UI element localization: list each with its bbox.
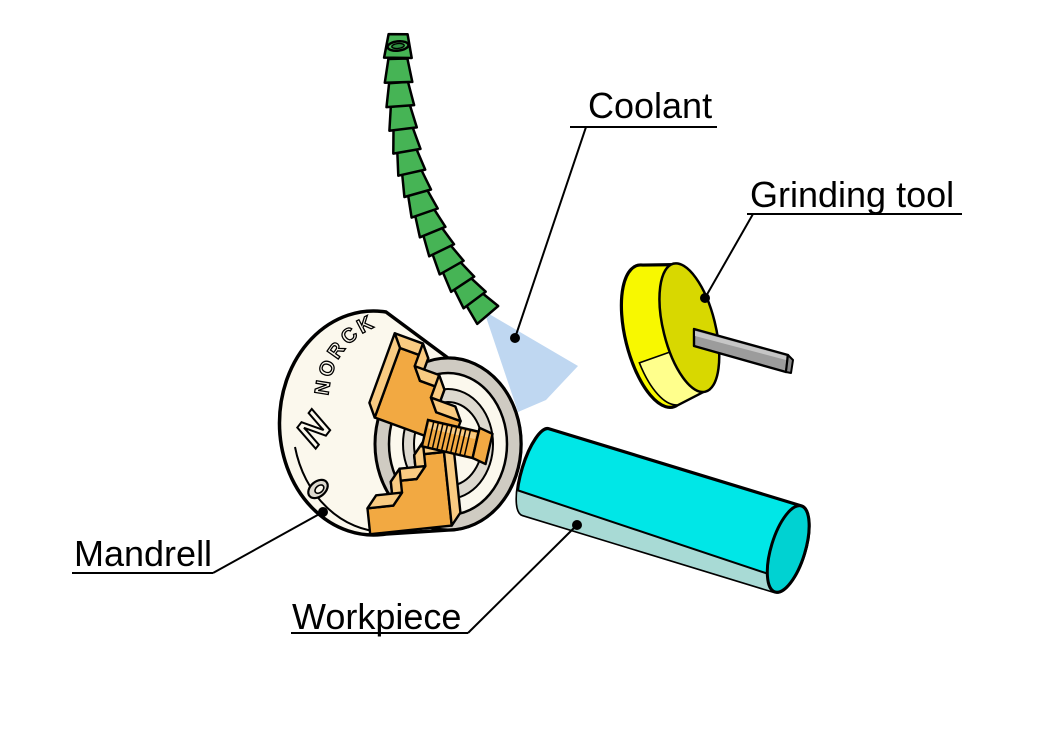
workpiece-shade-band [516,490,780,592]
mandrell-anchor-dot [318,507,328,517]
workpiece-end-cap [765,504,811,594]
stud-thread-hatching [427,422,471,456]
hose-segment [385,80,416,109]
thread-line [427,422,435,447]
coolant-spray-cone [484,311,578,412]
chuck-threaded-stud [420,418,494,466]
chuck-bevel-edge [294,446,385,533]
workpiece-shade-line [517,489,779,579]
hose-segment [383,57,414,84]
coolant-label: Coolant [588,85,712,126]
thread-line [445,426,453,452]
mandrell-label: Mandrell [74,533,212,574]
workpiece-label: Workpiece [292,596,461,637]
hose-segment [388,103,419,132]
stud-end-cap [471,426,494,466]
thread-line [454,428,462,454]
coolant-leader-line [514,126,587,339]
thread-line [450,427,458,453]
callout-coolant: Coolant [510,85,717,343]
hose-opening-inner [391,42,405,50]
mandrell-leader-line [212,511,324,574]
thread-line [441,425,449,451]
chuck-mandrell: NORCK N [277,309,523,537]
grinding-tool-anchor-dot [700,293,710,303]
thread-line [436,424,444,449]
hole-bore [314,484,325,495]
grinding-tool-label: Grinding tool [750,174,954,215]
callout-mandrell: Mandrell [72,507,328,574]
thread-line [459,429,467,455]
wheel-shaft [692,327,794,374]
grinding-wheel [619,262,721,409]
thread-line [463,430,471,456]
coolant-hose [382,32,500,326]
thread-line [431,423,439,448]
coolant-anchor-dot [510,333,520,343]
callout-workpiece: Workpiece [291,520,582,637]
callout-grinding-tool: Grinding tool [700,174,962,303]
shaft-end [785,354,794,374]
workpiece-leader-line [467,524,578,634]
shaft-top-face [695,331,786,360]
workpiece-cylinder [515,426,811,594]
chuck-mount-hole [307,478,329,500]
workpiece-anchor-dot [572,520,582,530]
grinding-tool-leader-line [704,213,754,299]
